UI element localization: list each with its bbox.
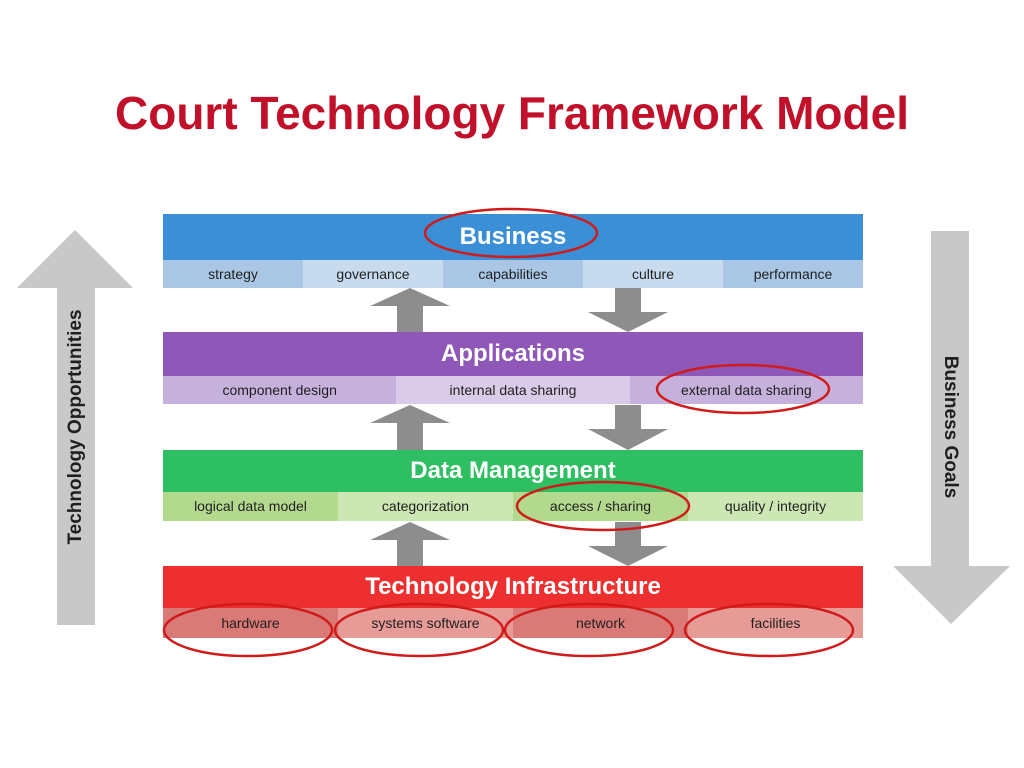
highlight-facilities bbox=[683, 602, 855, 658]
highlight-network bbox=[503, 602, 675, 658]
up-arrow-applications-business bbox=[370, 288, 450, 332]
applications-item-component-design: component design bbox=[163, 376, 397, 404]
technology-opportunities-arrow bbox=[17, 230, 133, 625]
infrastructure-item-systems-software: systems software bbox=[338, 608, 513, 638]
highlight-hardware bbox=[162, 602, 334, 658]
data-item-access-sharing: access / sharing bbox=[513, 492, 688, 521]
highlight-external-data-sharing bbox=[655, 363, 831, 415]
down-arrow-business-applications bbox=[588, 288, 668, 332]
business-item-culture: culture bbox=[583, 260, 723, 288]
infrastructure-item-network: network bbox=[513, 608, 688, 638]
up-arrow-data-applications bbox=[370, 405, 450, 450]
down-arrow-data-infrastructure bbox=[588, 522, 668, 566]
data-item-quality-integrity: quality / integrity bbox=[688, 492, 863, 521]
business-item-capabilities: capabilities bbox=[443, 260, 583, 288]
layer-data-management-header: Data Management bbox=[163, 450, 863, 492]
up-arrow-infrastructure-data bbox=[370, 522, 450, 566]
layer-data-management-items: logical data model categorization access… bbox=[163, 492, 863, 521]
business-goals-arrow bbox=[893, 231, 1010, 624]
layer-applications-header: Applications bbox=[163, 332, 863, 376]
down-arrow-applications-data bbox=[588, 405, 668, 450]
layer-business-items: strategy governance capabilities culture… bbox=[163, 260, 863, 288]
layer-applications-items: component design internal data sharing e… bbox=[163, 376, 863, 404]
page-title: Court Technology Framework Model bbox=[115, 87, 909, 139]
applications-item-internal-data-sharing: internal data sharing bbox=[396, 376, 630, 404]
data-item-logical-data-model: logical data model bbox=[163, 492, 338, 521]
highlight-business bbox=[423, 207, 599, 259]
layer-infrastructure-header: Technology Infrastructure bbox=[163, 566, 863, 608]
layer-business-header: Business bbox=[163, 214, 863, 260]
highlight-access-sharing bbox=[515, 480, 691, 532]
data-item-categorization: categorization bbox=[338, 492, 513, 521]
business-item-strategy: strategy bbox=[163, 260, 303, 288]
business-item-performance: performance bbox=[723, 260, 863, 288]
highlight-systems-software bbox=[333, 602, 505, 658]
business-item-governance: governance bbox=[303, 260, 443, 288]
